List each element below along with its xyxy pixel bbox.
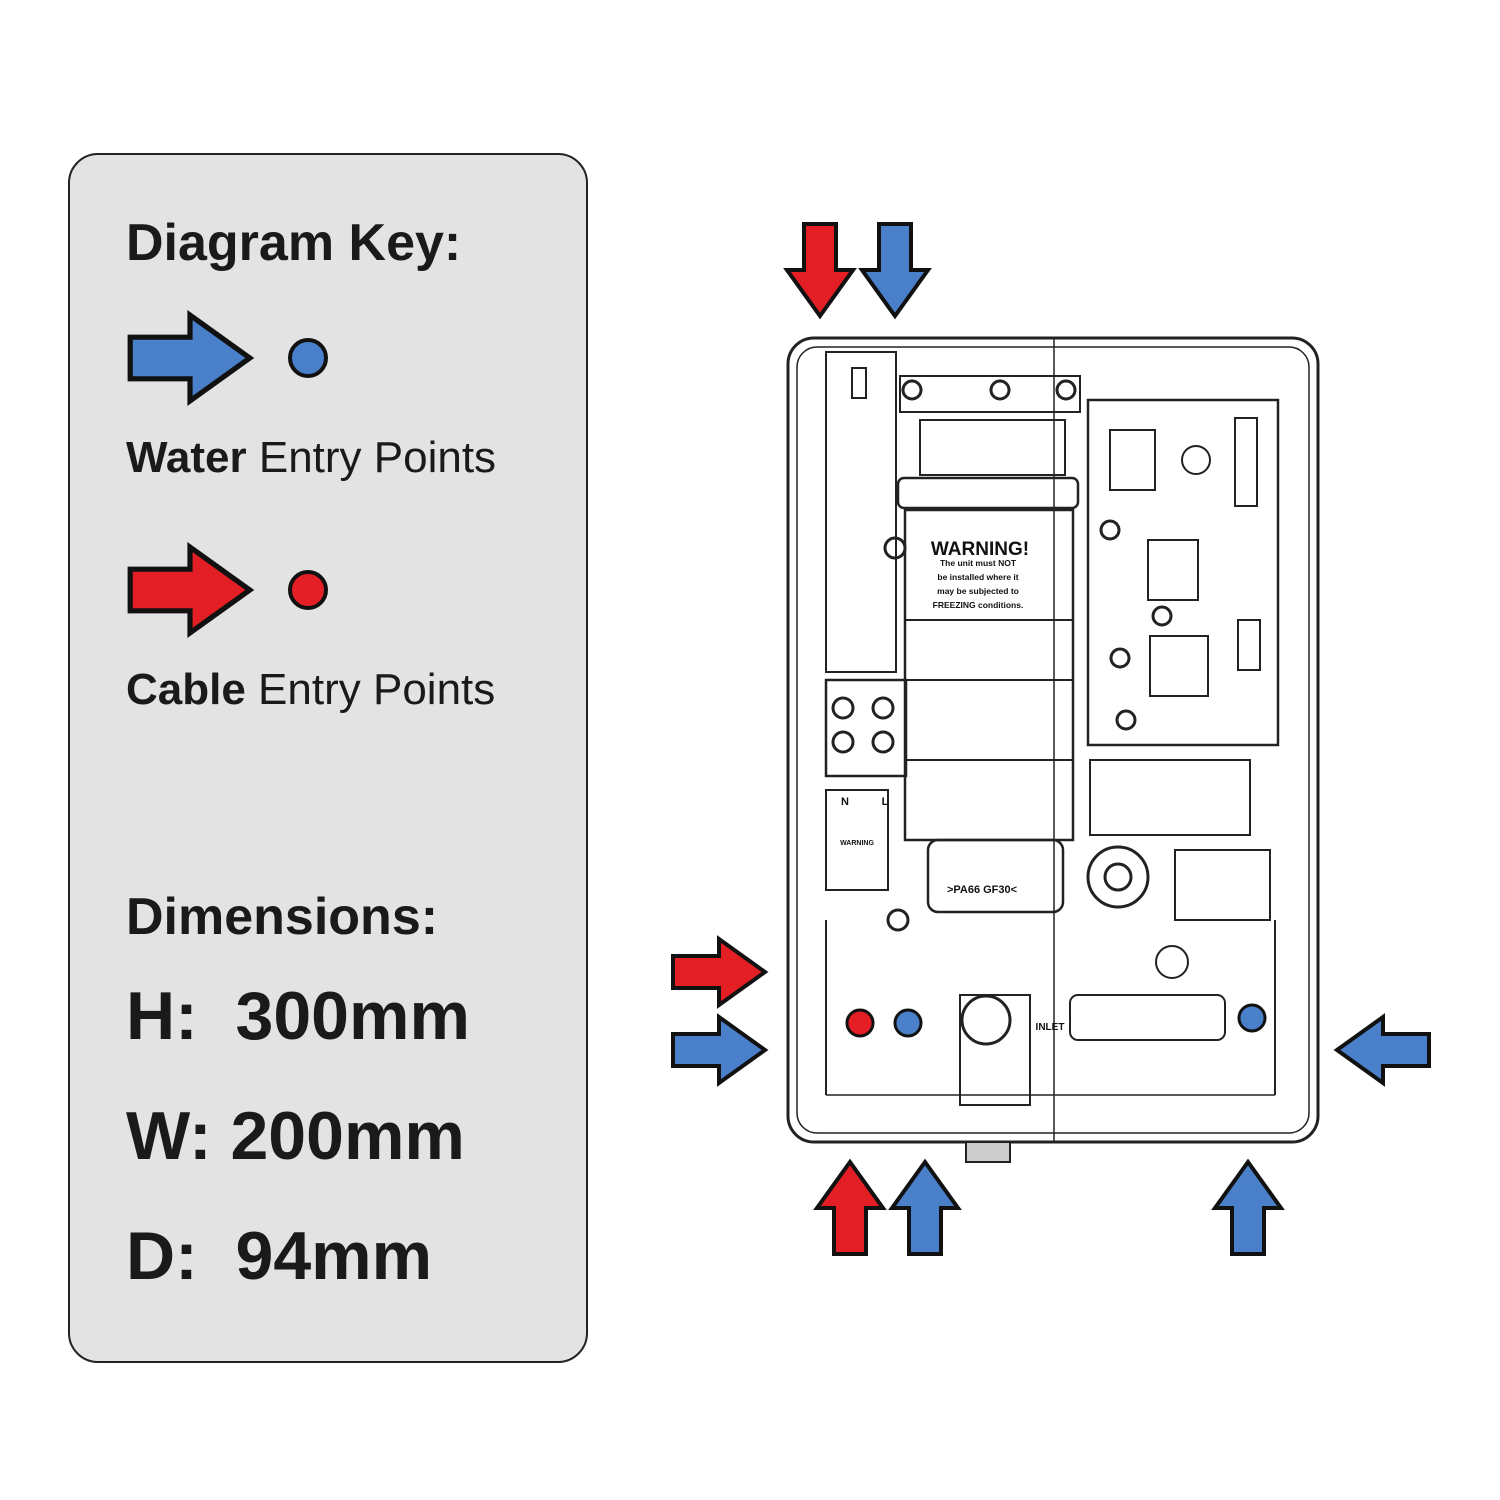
- key-title: Diagram Key:: [126, 214, 462, 272]
- inlet-label: INLET: [1036, 1022, 1065, 1033]
- top-water-arrow-icon: [860, 222, 930, 318]
- diagram-key-panel: Diagram Key: Water Entry Points Cable En…: [68, 153, 588, 1363]
- dimension-width: W: 200mm: [126, 1098, 465, 1174]
- warning-line-2: be installed where it: [937, 572, 1018, 582]
- warning-line-3: may be subjected to: [937, 586, 1019, 596]
- water-entry-dot-icon: [893, 1008, 923, 1038]
- bottom-water-arrow-icon: [890, 1160, 960, 1256]
- top-cable-arrow-icon: [785, 222, 855, 318]
- left-cable-arrow-icon: [671, 937, 767, 1007]
- water-heater-body: [786, 336, 1320, 1163]
- dimension-depth: D: 94mm: [126, 1218, 433, 1294]
- cable-entry-dot-icon: [845, 1008, 875, 1038]
- key-water-dot-icon: [288, 338, 328, 378]
- cable-entry-label: Cable Entry Points: [126, 665, 496, 714]
- dimensions-title: Dimensions:: [126, 888, 439, 946]
- terminal-warning-label: WARNING: [840, 840, 874, 847]
- water-entry-dot-icon: [1237, 1003, 1267, 1033]
- dimension-height: H: 300mm: [126, 978, 470, 1054]
- right-water-arrow-icon: [1335, 1015, 1431, 1085]
- warning-line-1: The unit must NOT: [940, 558, 1017, 568]
- warning-title: WARNING!: [931, 539, 1029, 560]
- warning-line-4: FREEZING conditions.: [933, 600, 1024, 610]
- key-cable-dot-icon: [288, 570, 328, 610]
- key-cable-arrow-icon: [130, 547, 250, 633]
- key-water-arrow-icon: [130, 315, 250, 401]
- neutral-label: N: [841, 796, 849, 808]
- bottom-right-water-arrow-icon: [1213, 1160, 1283, 1256]
- water-entry-label: Water Entry Points: [126, 433, 497, 482]
- left-water-arrow-icon: [671, 1015, 767, 1085]
- bottom-cable-arrow-icon: [815, 1160, 885, 1256]
- material-label: >PA66 GF30<: [947, 884, 1017, 896]
- live-label: L: [882, 796, 889, 808]
